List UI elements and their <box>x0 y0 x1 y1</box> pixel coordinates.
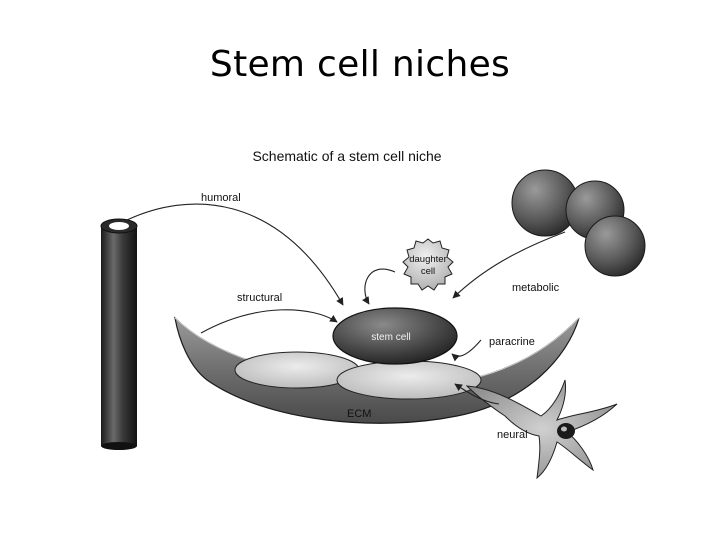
daughter-cell-label-line1: daughter <box>409 254 447 265</box>
self-renewal-arrow <box>362 268 396 305</box>
metabolic-arrow <box>452 231 566 299</box>
metabolic-spheres <box>511 169 646 277</box>
niche-support-cell-right <box>336 360 482 400</box>
ecm-label: ECM <box>347 408 371 420</box>
neuron <box>465 379 618 480</box>
neural-arrow <box>454 383 500 405</box>
slide-title: Stem cell niches <box>209 44 511 85</box>
stem-cell-label: stem cell <box>371 332 410 343</box>
paracrine-label: paracrine <box>489 336 535 348</box>
figure-title: Schematic of a stem cell niche <box>252 148 441 164</box>
daughter-cell-label-line2: cell <box>421 266 435 277</box>
structural-arrow <box>200 309 338 334</box>
neural-label: neural <box>497 429 528 441</box>
stem-cell <box>332 307 458 365</box>
signal-arrows <box>126 203 566 405</box>
structural-label: structural <box>237 292 282 304</box>
niche-diagram-svg: Schematic of a stem cell niche stem cell… <box>100 148 646 480</box>
humoral-label: humoral <box>201 192 241 204</box>
daughter-cell <box>402 238 454 291</box>
paracrine-arrow <box>451 339 482 362</box>
blood-vessel-tube <box>100 218 138 450</box>
humoral-arrow <box>126 203 344 306</box>
metabolic-label: metabolic <box>512 282 560 294</box>
niche-diagram-figure: Schematic of a stem cell niche stem cell… <box>97 140 657 485</box>
